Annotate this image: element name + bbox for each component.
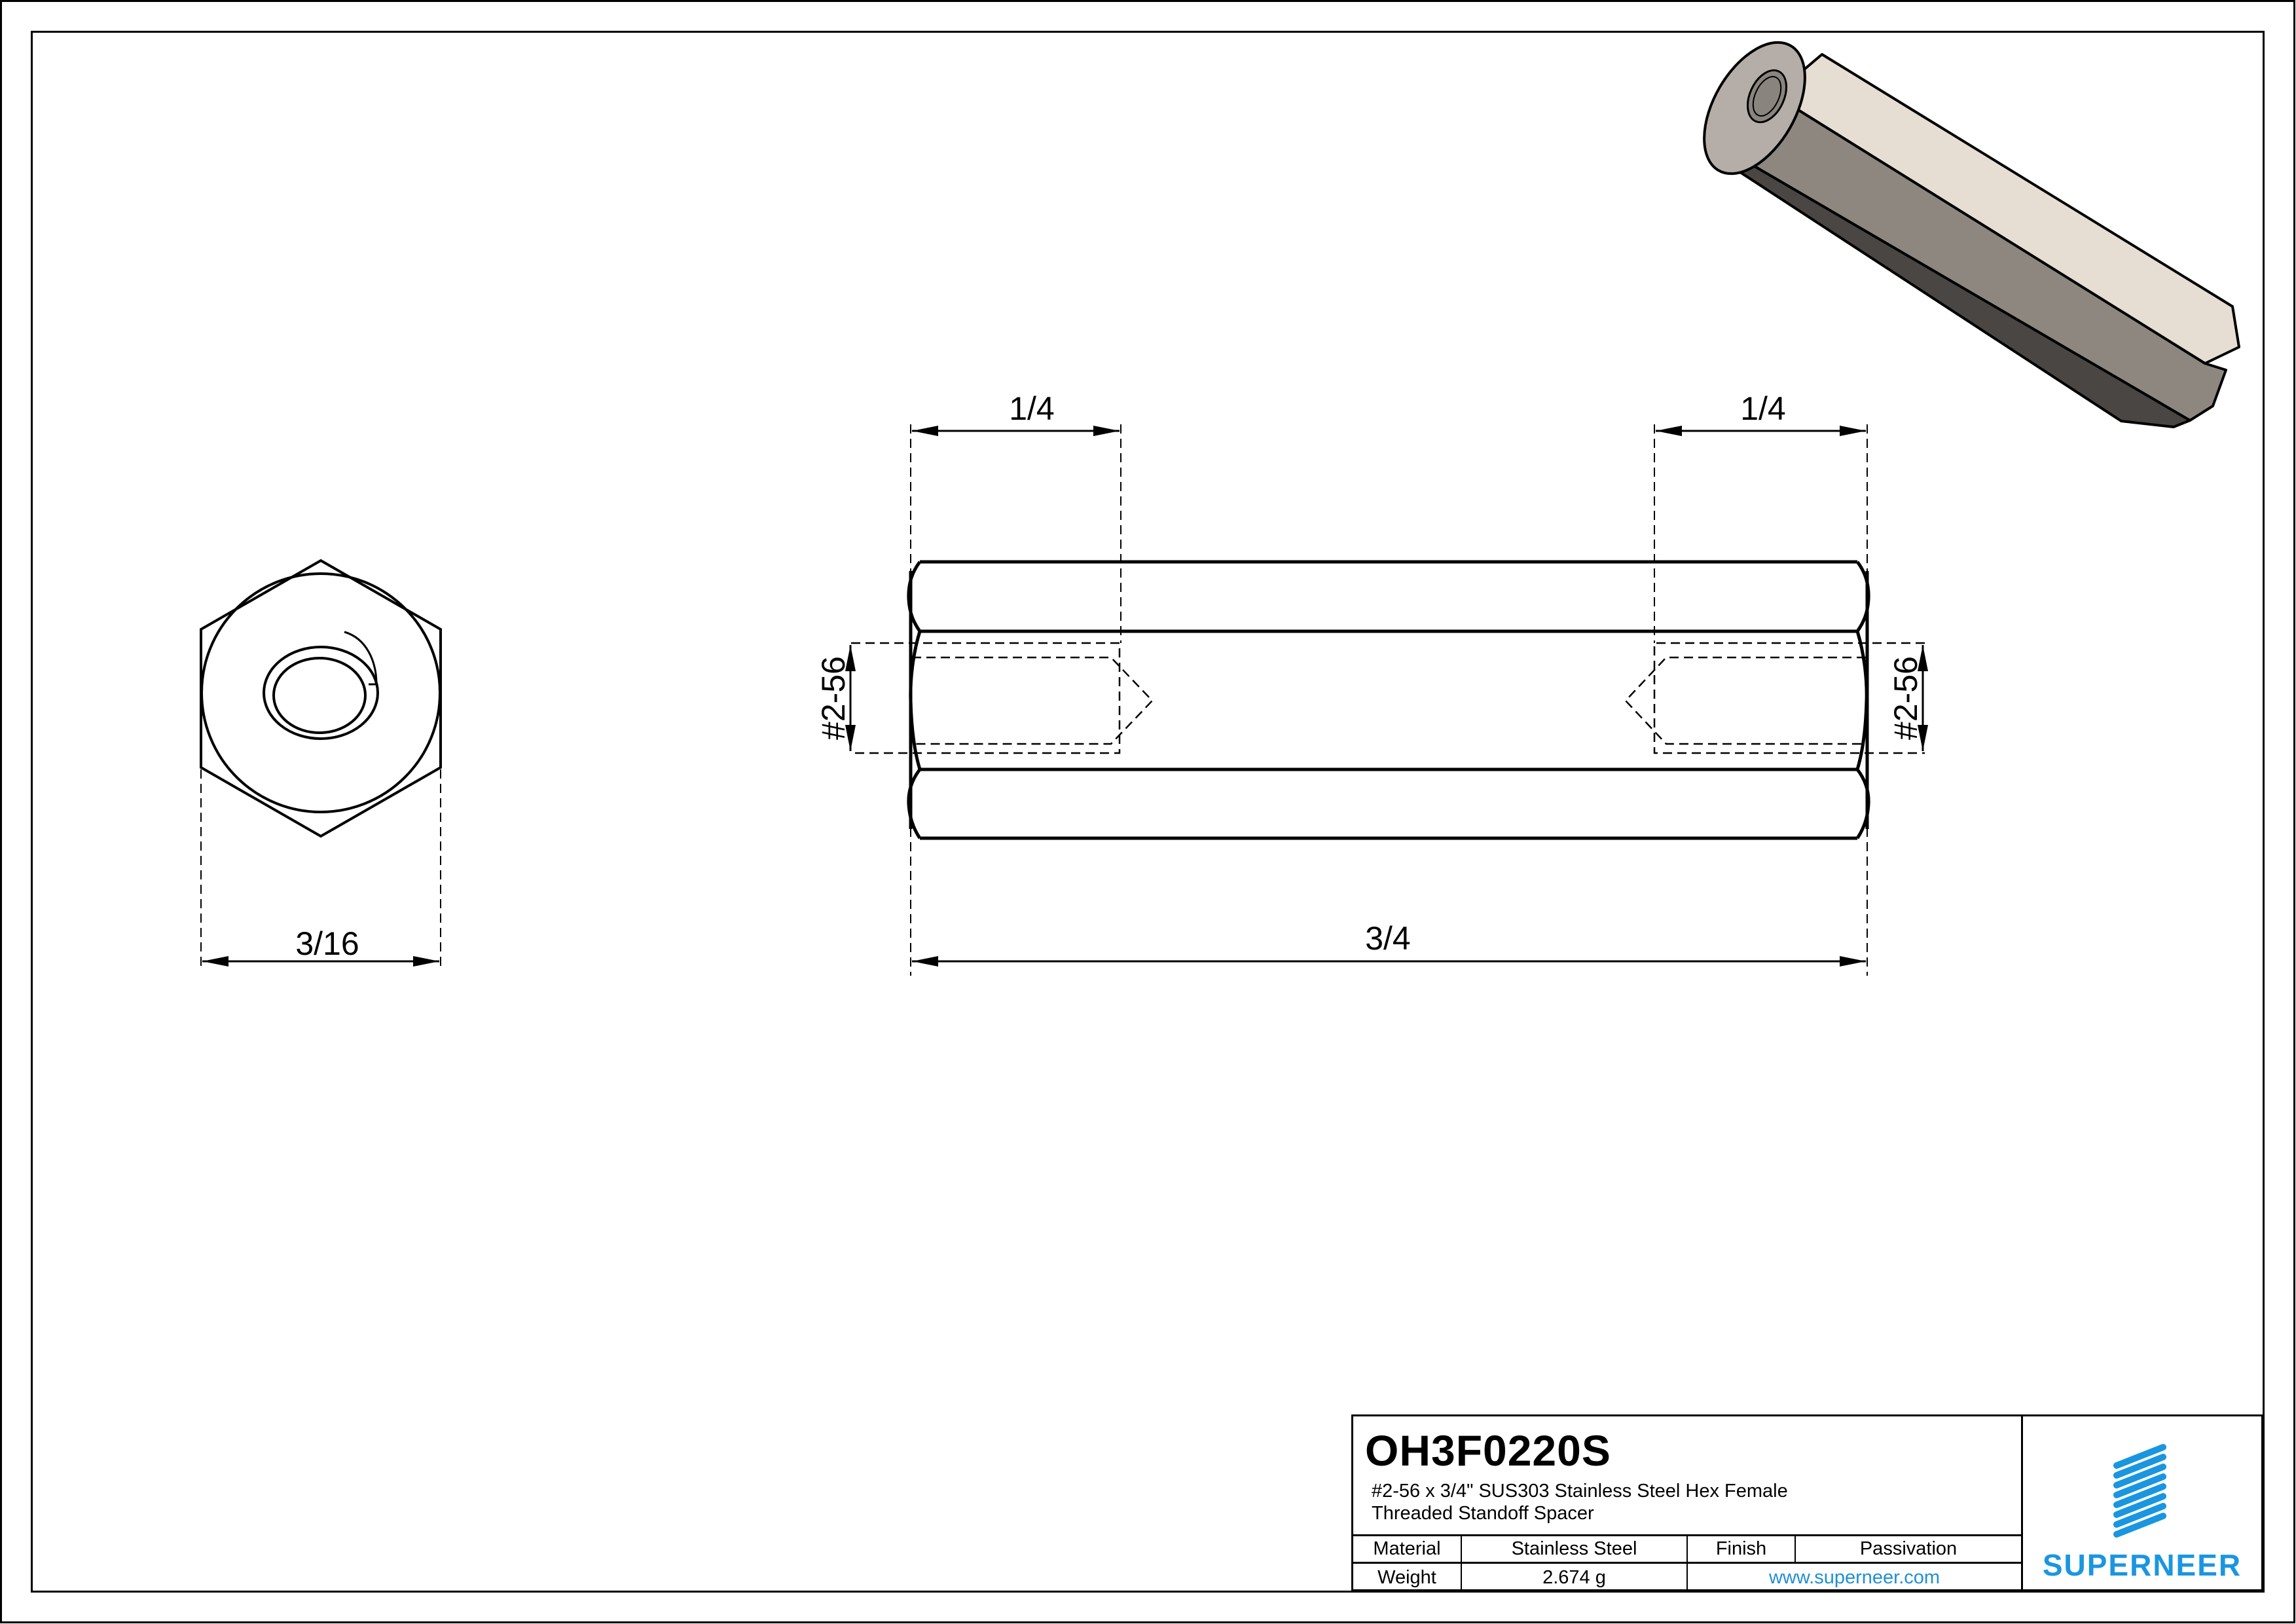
website-cell: www.superneer.com [1688, 1564, 2021, 1591]
spec-table: Material Stainless Steel Finish Passivat… [1353, 1534, 2021, 1591]
dim-thread-depth-right-value: 1/4 [1740, 390, 1786, 427]
inner-border [31, 31, 2265, 1593]
weight-label: Weight [1353, 1564, 1462, 1591]
chamfer-circle [200, 572, 441, 813]
hex-outline [200, 559, 442, 838]
title-block: OH3F0220S #2-56 x 3/4" SUS303 Stainless … [1351, 1414, 2263, 1591]
striped-logo-icon [2113, 1444, 2166, 1538]
brand-logo: SUPERNEER [2023, 1416, 2261, 1589]
description-line-1: #2-56 x 3/4" SUS303 Stainless Steel Hex … [1372, 1481, 1788, 1502]
thread-callout-left-dim [845, 645, 856, 751]
dim-thread-depth-left [910, 424, 1121, 976]
part-number: OH3F0220S [1365, 1426, 1611, 1475]
hidden-thread-left [851, 642, 1154, 754]
thread-minor-circle [272, 657, 367, 734]
iso-tapped-hole [1746, 69, 1788, 124]
hidden-thread-right [1624, 642, 1925, 754]
end-view [200, 559, 442, 838]
brand-wordmark: SUPERNEER [2042, 1548, 2242, 1582]
thread-callout-right: #2-56 [1887, 656, 1924, 740]
dim-overall-length [912, 956, 1866, 967]
side-view [907, 560, 1870, 840]
thread-major-circle [263, 646, 379, 740]
end-view-dimension [200, 769, 441, 969]
thread-helix [344, 631, 378, 686]
material-label: Material [1353, 1536, 1462, 1564]
dim-thread-depth-right [1654, 424, 1868, 976]
material-value: Stainless Steel [1462, 1536, 1688, 1564]
isometric-view [1703, 41, 2240, 428]
dim-across-flats: 3/16 [295, 925, 359, 962]
website-link[interactable]: www.superneer.com [1768, 1566, 1941, 1588]
finish-label: Finish [1688, 1536, 1796, 1564]
dim-thread-depth-left-value: 1/4 [1009, 390, 1055, 427]
thread-callout-right-dim [1918, 645, 1928, 751]
description-line-2: Threaded Standoff Spacer [1372, 1503, 1594, 1524]
thread-callout-left: #2-56 [815, 656, 852, 740]
finish-value: Passivation [1796, 1536, 2021, 1564]
dim-overall-length-value: 3/4 [1365, 920, 1411, 957]
weight-value: 2.674 g [1462, 1564, 1688, 1591]
title-block-info: OH3F0220S #2-56 x 3/4" SUS303 Stainless … [1353, 1416, 2023, 1591]
